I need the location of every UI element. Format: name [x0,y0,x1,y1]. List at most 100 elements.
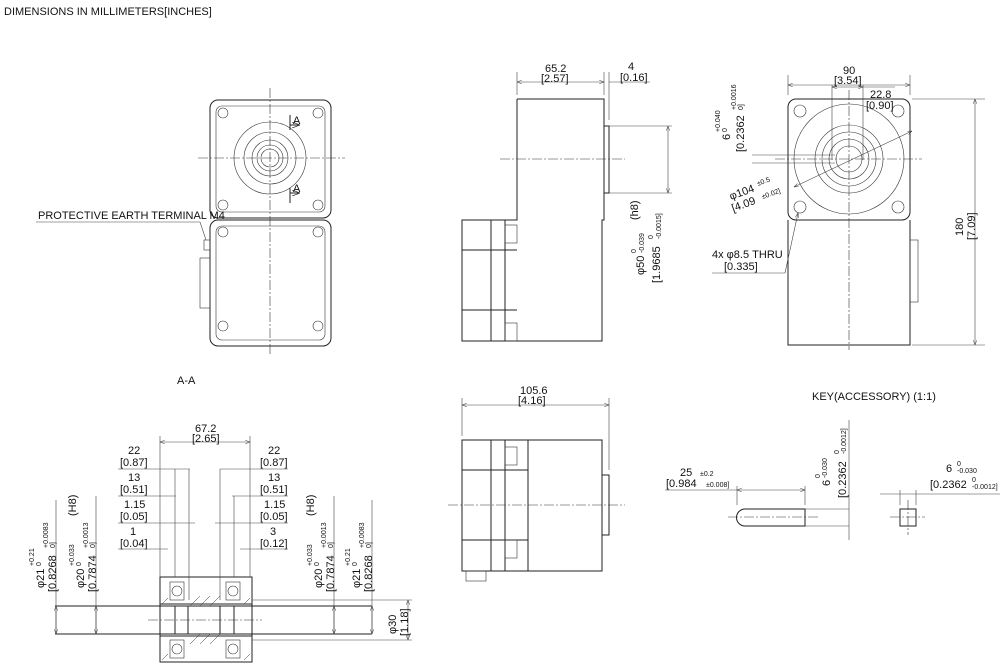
end-height-in: [7.09] [966,212,978,240]
section-right-dims: 22 [0.87] 13 [0.51] 1.15 [0.05] 3 [0.12] [215,445,288,600]
right-dim-1-in: [0.87] [260,457,288,469]
end-height: 180 [954,218,966,236]
left-dim-3-in: [0.05] [120,511,148,523]
pcd-tol: ±0.5 [756,177,771,188]
side-view: 65.2 [2.57] 4 [0.16] φ50 0 -0.039 (h8) [… [461,61,672,342]
section-title: A-A [177,375,196,387]
section-overall-in: [2.65] [192,433,220,445]
right-d21: φ21 [351,569,363,588]
key-height-tol-u: 0 [815,474,822,478]
bottom-length-in: [4.16] [518,395,546,407]
key-height-in-tol-l: -0.0012] [841,428,848,454]
end-width: 90 [843,65,855,77]
key-width-tol-u: 0 [957,461,961,468]
keyway-tol-upper: +0.040 [715,110,722,132]
left-dim-1-in: [0.87] [120,457,148,469]
right-dim-4-in: [0.12] [260,538,288,550]
right-d20-in: [0.7874 [325,555,337,592]
key-length-in-tol: ±0.008] [706,482,729,489]
key-height-in-tol-u: 0 [834,450,841,454]
front-view: A A PROTECTIVE EARTH TERMINAL M4 [36,88,345,355]
left-dim-3: 1.15 [124,499,145,511]
key-length-in: [0.984 [666,478,697,490]
key-width-in-tol-u: 0 [972,477,976,484]
right-d20-in-tol-l: 0] [328,542,335,548]
left-d20-in-tol-l: 0] [90,542,97,548]
keyway-tol-lower: 0 [722,128,729,132]
right-d20-tol-l: 0 [314,562,321,566]
shaft-d30: φ30 [387,615,399,634]
left-d21-tol-l: 0 [36,562,43,566]
key-height-in: [0.2362 [837,461,849,498]
right-d20-tol-u: +0.033 [307,544,314,566]
right-d20-fit: (H8) [305,495,317,516]
right-dim-2: 13 [268,472,280,484]
end-view: 90 [3.54] 22.8 [0.90] 6 +0.040 0 [0.2362… [712,65,985,350]
mounting-holes: 4x φ8.5 THRU [712,249,783,261]
shaft-tol-in-upper: 0 [648,235,655,239]
shaft-dia: φ50 [635,256,647,275]
key-length-tol: ±0.2 [700,471,714,478]
side-length-in: [2.57] [541,73,569,85]
bottom-view: 105.6 [4.16] [448,385,625,582]
left-d20-in: [0.7874 [87,555,99,592]
right-dim-3-in: [0.05] [260,511,288,523]
section-marker-bottom: A [293,183,301,195]
left-d20-fit: (H8) [67,495,79,516]
key-width-in-tol-l: -0.0012] [972,484,998,491]
right-dim-1: 22 [268,445,280,457]
right-dim-3: 1.15 [264,499,285,511]
keyway-in-tol-upper: +0.0016 [731,84,738,110]
shaft-fit: (h8) [629,200,641,220]
left-d20-tol-l: 0 [76,562,83,566]
shaft-dia-in: [1.9685 [651,246,663,283]
key-offset: 22.8 [870,89,891,101]
left-dim-1: 22 [128,445,140,457]
left-d20-in-tol-u: +0.0013 [83,522,90,548]
section-left-dims: 22 [0.87] 13 [0.51] 1.15 [0.05] 1 [0.04] [118,445,195,600]
right-dim-4: 3 [270,526,276,538]
key-width-tol-l: -0.030 [957,468,977,475]
right-dim-2-in: [0.51] [260,484,288,496]
left-dim-4: 1 [130,526,136,538]
pe-terminal-label: PROTECTIVE EARTH TERMINAL M4 [38,210,225,222]
left-dim-4-in: [0.04] [120,538,148,550]
section-marker-top: A [293,115,301,127]
right-d21-tol-l: 0 [352,562,359,566]
keyway-width: 6 [721,134,733,140]
mounting-holes-in: [0.335] [724,261,758,273]
left-d21-tol-u: +0.21 [29,548,36,566]
key-accessory: KEY(ACCESSORY) (1:1) 25 ±0.2 [0.984 ±0.0… [665,391,1000,540]
right-d21-in-tol-l: 0] [366,542,373,548]
key-offset-in: [0.90] [866,100,894,112]
shaft-tol-lower: -0.039 [639,233,646,253]
left-d20: φ20 [75,569,87,588]
right-d21-in: [0.8268 [363,555,375,592]
keyway-in-tol-lower: 0] [738,104,745,110]
section-overall: 67.2 [195,423,216,435]
left-d21-in-tol-u: +0.0083 [43,522,50,548]
left-d21-in: [0.8268 [47,555,59,592]
key-width: 6 [946,463,952,475]
key-height-tol-l: -0.030 [822,458,829,478]
shaft-d30-in: [1.18] [399,608,411,636]
section-view: A-A 67.2 [2.65] 22 [0.87] 13 [0.51] 1.15 [29,375,412,663]
keyway-in: [0.2362 [735,115,747,152]
left-d21: φ21 [35,569,47,588]
key-length: 25 [680,467,692,479]
drawing-title: DIMENSIONS IN MILLIMETERS[INCHES] [4,6,212,18]
end-width-in: [3.54] [834,75,862,87]
left-dim-2-in: [0.51] [120,484,148,496]
side-length: 65.2 [545,63,566,75]
pilot-length-in: [0.16] [620,72,648,84]
left-dim-2: 13 [128,472,140,484]
right-d21-tol-u: +0.21 [345,548,352,566]
left-d21-in-tol-l: 0] [50,542,57,548]
shaft-tol-upper: 0 [631,249,638,253]
key-title: KEY(ACCESSORY) (1:1) [812,391,936,403]
right-d21-in-tol-u: +0.0083 [359,522,366,548]
pilot-length: 4 [628,61,634,73]
key-width-in: [0.2362 [930,479,967,491]
right-d20-in-tol-u: +0.0013 [321,522,328,548]
